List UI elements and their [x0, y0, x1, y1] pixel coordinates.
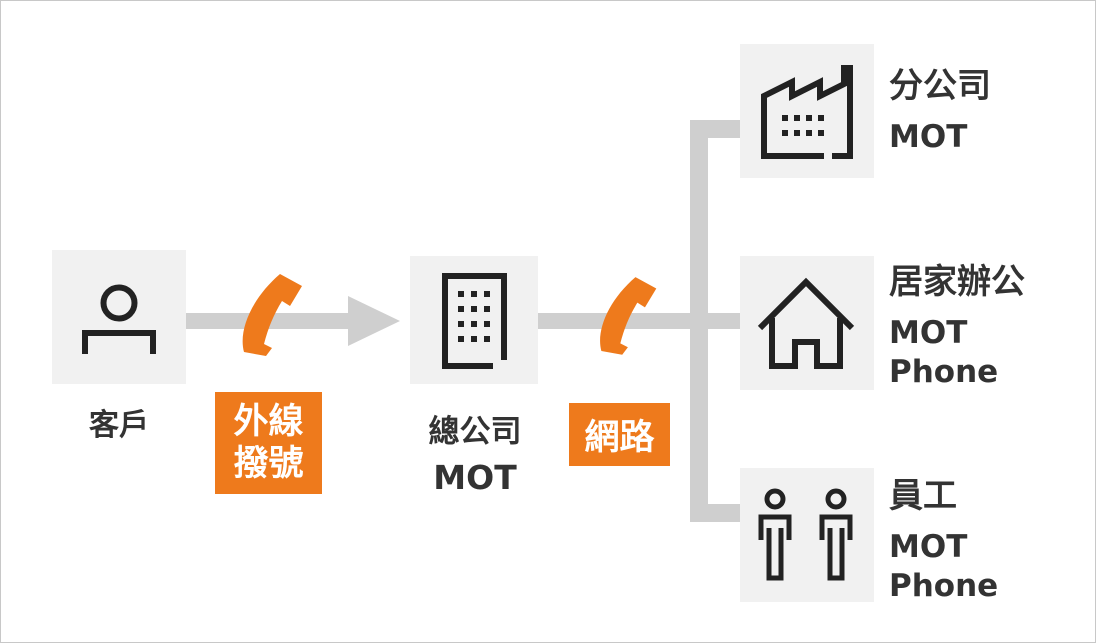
external-call-line-1: 外線 [233, 402, 304, 442]
home-office-tile [740, 256, 874, 390]
phone-handset-icon [600, 277, 657, 355]
office-building-icon [442, 273, 507, 369]
branch-label: 分公司 [889, 66, 991, 106]
connector-hq-to-branches [538, 313, 740, 329]
headquarters-tile [410, 256, 538, 384]
customer-label: 客戶 [89, 408, 149, 443]
network-badge: 網路 [569, 403, 670, 466]
branch-tile [740, 44, 874, 178]
headquarters-sublabel: MOT [433, 458, 517, 497]
customer-tile [52, 250, 186, 384]
factory-icon [761, 65, 853, 159]
phone-handset-icon [242, 274, 302, 356]
headquarters-label: 總公司 [428, 414, 522, 450]
home-office-sublabel-2: Phone [889, 354, 999, 390]
person-icon [82, 284, 156, 354]
connector-to-staff [690, 504, 740, 522]
external-call-badge: 外線 撥號 [215, 392, 322, 494]
house-icon [757, 277, 855, 369]
staff-tile [740, 468, 874, 602]
external-call-line-2: 撥號 [233, 444, 304, 484]
home-office-label: 居家辦公 [889, 262, 1025, 302]
connector-to-branch [690, 120, 740, 138]
staff-label: 員工 [889, 476, 957, 516]
staff-sublabel-2: Phone [889, 568, 999, 604]
connector-to-home-office [690, 313, 740, 329]
staff-sublabel-1: MOT [889, 529, 968, 565]
people-icon [758, 488, 853, 581]
branch-sublabel: MOT [889, 119, 968, 155]
arrow-head-icon [348, 296, 400, 346]
home-office-sublabel-1: MOT [889, 315, 968, 351]
